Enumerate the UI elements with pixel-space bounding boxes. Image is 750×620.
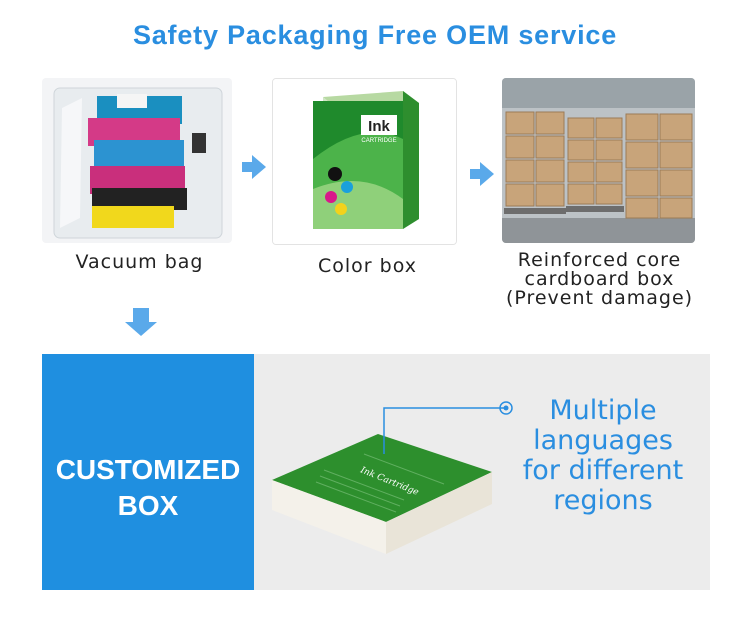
color-box-sub-text: CARTRIDGE (361, 138, 396, 144)
cardboard-box-caption: Reinforced core cardboard box (Prevent d… (492, 251, 707, 308)
arrow-right-icon (470, 162, 494, 186)
box-label: BOX (117, 490, 179, 521)
caption-line: Reinforced core (517, 249, 682, 271)
arrow-down-icon (125, 308, 157, 336)
customized-box-panel: CUSTOMIZED BOX (42, 354, 254, 590)
page-title: Safety Packaging Free OEM service (132, 20, 618, 50)
arrow-right-icon (242, 155, 266, 179)
callout-line: for different (522, 455, 684, 486)
callout-line: regions (553, 485, 653, 516)
custom-box-image: Ink Cartridge (272, 401, 513, 554)
warehouse-boxes-image (502, 78, 695, 243)
callout-line: languages (533, 425, 673, 456)
multilingual-callout: Multiple languages for different regions (508, 396, 698, 516)
callout-line: Multiple (549, 395, 657, 426)
color-box-brand-text: Ink (368, 118, 390, 135)
custom-box-showcase: Ink Cartridge (254, 354, 710, 590)
vacuum-bag-caption: Vacuum bag (75, 251, 204, 273)
caption-line: cardboard box (524, 268, 675, 290)
color-box-image: Ink CARTRIDGE (272, 78, 457, 245)
vacuum-bag-image (42, 78, 232, 243)
color-box-caption: Color box (318, 255, 417, 277)
customized-label: CUSTOMIZED (55, 454, 241, 485)
caption-line: (Prevent damage) (505, 287, 694, 309)
